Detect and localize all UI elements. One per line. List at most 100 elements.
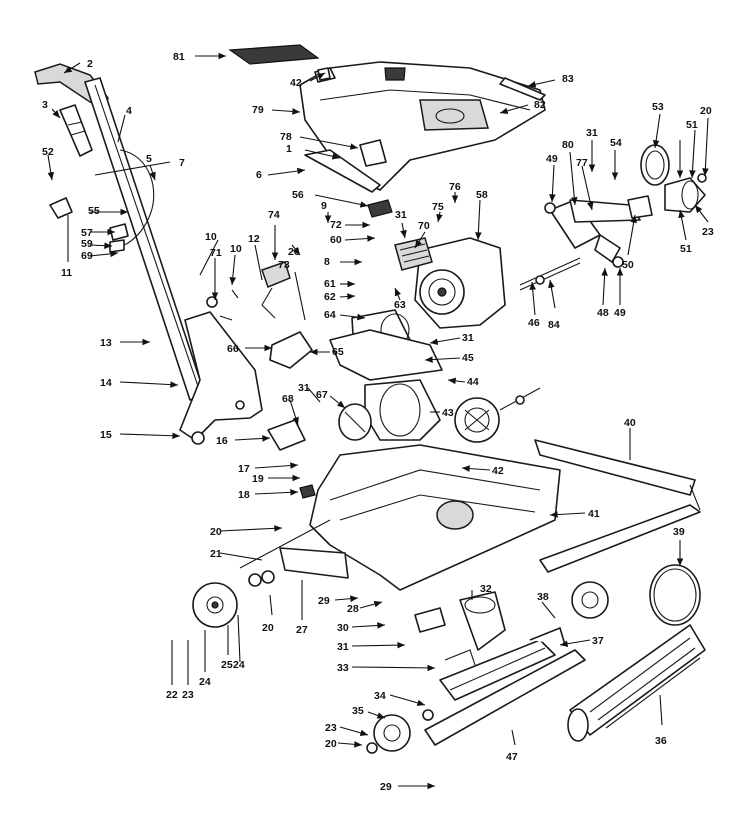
callout: 63 [394, 299, 406, 311]
callout: 5 [146, 153, 152, 165]
callout: 16 [216, 435, 228, 447]
callout: 78 [280, 131, 292, 143]
callout: 7 [179, 157, 185, 169]
callout: 71 [210, 247, 222, 259]
callout: 81 [173, 51, 185, 63]
callout: 10 [230, 243, 242, 255]
callout: 33 [337, 662, 349, 674]
callout: 3 [42, 99, 48, 111]
callout: 12 [248, 233, 260, 245]
callout: 60 [330, 234, 342, 246]
callout: 69 [81, 250, 93, 262]
base-chassis [239, 439, 701, 591]
callout: 56 [292, 189, 304, 201]
callout: 66 [227, 343, 239, 355]
callout: 76 [449, 181, 461, 193]
callout: 32 [480, 583, 492, 595]
callout: 47 [506, 751, 518, 763]
callout: 36 [655, 735, 667, 747]
callout: 62 [324, 291, 336, 303]
callout: 77 [576, 157, 588, 169]
callout: 31 [337, 641, 349, 653]
callout: 23 [325, 722, 337, 734]
callout: 11 [61, 267, 72, 279]
callout: 64 [324, 309, 336, 321]
callout: 68 [282, 393, 294, 405]
callout: 15 [100, 429, 112, 441]
callout: 42 [492, 465, 504, 477]
callout: 38 [537, 591, 549, 603]
callout: 29 [380, 781, 392, 793]
callout: 20 [210, 526, 222, 538]
callout: 41 [588, 508, 600, 520]
callout: 59 [81, 238, 93, 250]
callout: 80 [562, 139, 574, 151]
callout: 31 [462, 332, 474, 344]
callout: 54 [610, 137, 622, 149]
callout: 9 [321, 200, 327, 212]
hood-cover [228, 44, 546, 218]
callout: 44 [467, 376, 479, 388]
callout: 20 [325, 738, 337, 750]
callout: 23 [182, 689, 194, 701]
handle-assembly [34, 63, 263, 445]
callout: 21 [210, 548, 222, 560]
callout: 51 [680, 243, 692, 255]
belt-brushroll [567, 564, 706, 742]
callout: 73 [278, 259, 290, 271]
callout: 27 [296, 624, 308, 636]
callout: 84 [548, 319, 560, 331]
callout: 24 [199, 676, 211, 688]
callout: 31 [586, 127, 598, 139]
callout: 17 [238, 463, 250, 475]
callout: 72 [330, 219, 342, 231]
motor-assembly [329, 237, 506, 441]
callout: 13 [100, 337, 112, 349]
callout: 14 [100, 377, 112, 389]
callout: 48 [597, 307, 609, 319]
callout: 19 [252, 473, 264, 485]
callout: 20 [700, 105, 712, 117]
callout: 4 [126, 105, 132, 117]
callout: 40 [624, 417, 636, 429]
callout: 51 [686, 119, 698, 131]
callout: 79 [252, 104, 264, 116]
pedal-linkage [261, 261, 313, 451]
callout: 65 [332, 346, 344, 358]
callout: 45 [462, 352, 474, 364]
callout: 55 [88, 205, 100, 217]
callout: 46 [528, 317, 540, 329]
callout-labels: 81 2 42 83 3 79 82 53 4 20 31 54 78 80 5… [42, 51, 714, 793]
callout: 37 [592, 635, 604, 647]
callout: 43 [442, 407, 454, 419]
callout: 10 [205, 231, 217, 243]
callout: 83 [562, 73, 574, 85]
callout: 22 [166, 689, 178, 701]
callout: 2 [87, 58, 93, 70]
callout: 39 [673, 526, 685, 538]
callout: 31 [395, 209, 407, 221]
callout: 75 [432, 201, 444, 213]
callout: 30 [337, 622, 349, 634]
callout: 18 [238, 489, 250, 501]
callout: 26 [288, 246, 300, 258]
callout: 28 [347, 603, 359, 615]
callout: 53 [652, 101, 664, 113]
callout: 49 [614, 307, 626, 319]
callout: 70 [418, 220, 430, 232]
callout: 52 [42, 146, 54, 158]
callout: 58 [476, 189, 488, 201]
wheels [192, 387, 609, 754]
callout: 50 [622, 259, 634, 271]
callout: 49 [546, 153, 558, 165]
callout: 1 [286, 143, 292, 155]
callout: 42 [290, 77, 302, 89]
callout: 23 [702, 226, 714, 238]
callout: 6 [256, 169, 262, 181]
leader-lines [47, 52, 709, 790]
callout: 31 [298, 382, 310, 394]
callout: 61 [324, 278, 336, 290]
callout: 74 [268, 209, 280, 221]
callout: 34 [374, 690, 386, 702]
